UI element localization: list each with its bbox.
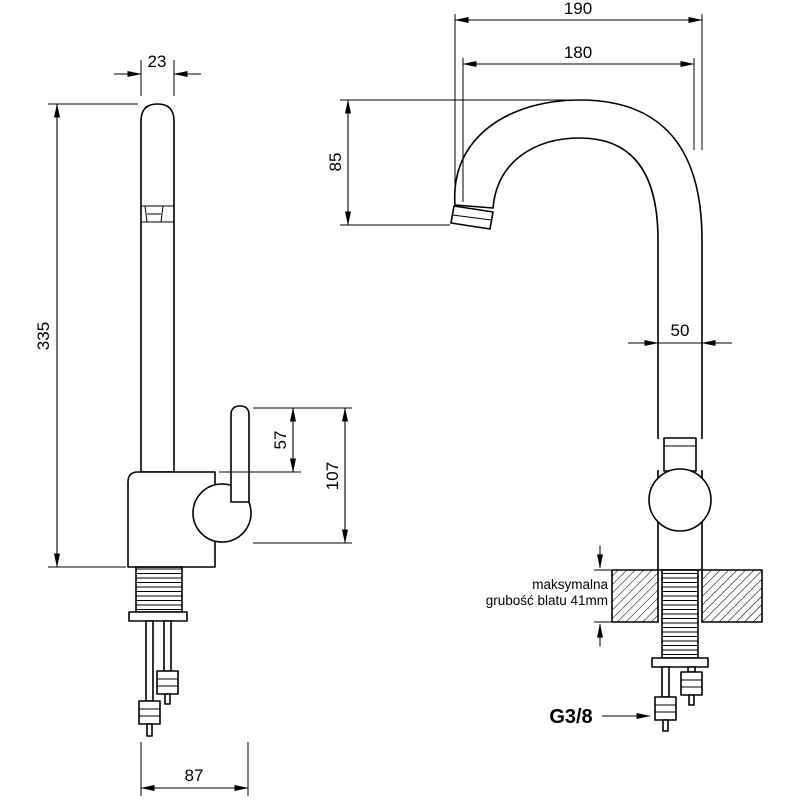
dim-overall-width-label: 190 bbox=[564, 0, 592, 18]
dim-body-height-label: 107 bbox=[323, 462, 342, 490]
dim-spout-reach-label: 180 bbox=[564, 43, 592, 62]
front-cartridge-neck bbox=[663, 437, 697, 472]
connection-thread-callout: G3/8 bbox=[549, 706, 651, 728]
dimension-lever-height: 57 bbox=[219, 407, 352, 473]
front-handle-knob bbox=[648, 468, 712, 532]
front-stud-a bbox=[661, 666, 670, 698]
dimension-body-height: 107 bbox=[253, 407, 352, 544]
countertop-note-line1: maksymalna bbox=[532, 577, 608, 592]
front-threaded-shank bbox=[661, 569, 699, 659]
front-view: maksymalna grubość blatu 41mm 190 bbox=[326, 0, 763, 732]
countertop-hatch-right bbox=[701, 569, 763, 623]
dimension-base-depth: 87 bbox=[140, 742, 249, 796]
side-view: 23 335 57 107 bbox=[34, 52, 352, 796]
side-mixer-body bbox=[127, 471, 216, 568]
front-faucet-outline bbox=[450, 99, 712, 571]
dimension-tube-width: 23 bbox=[114, 52, 201, 96]
dimension-column-width: 50 bbox=[628, 321, 732, 346]
side-handle-lever bbox=[230, 405, 250, 503]
dim-column-width-label: 50 bbox=[671, 321, 690, 340]
countertop-section: maksymalna grubość blatu 41mm bbox=[486, 546, 763, 659]
front-hose-tail-a bbox=[662, 719, 669, 732]
dim-base-depth-label: 87 bbox=[185, 766, 204, 785]
side-faucet-outline bbox=[127, 103, 252, 568]
dimension-spout-drop: 85 bbox=[326, 99, 572, 226]
front-washer bbox=[651, 657, 709, 668]
connection-thread-label: G3/8 bbox=[549, 706, 592, 728]
dim-total-height-label: 335 bbox=[34, 322, 53, 350]
front-hose-tail-b bbox=[688, 694, 695, 706]
countertop-note-line2: grubość blatu 41mm bbox=[486, 593, 608, 608]
dimension-total-height: 335 bbox=[34, 103, 138, 568]
side-stud-a bbox=[145, 620, 154, 702]
dimension-overall-width: 190 bbox=[454, 0, 703, 196]
side-hose-tail-a bbox=[146, 723, 153, 737]
countertop-hatch-left bbox=[611, 569, 659, 623]
side-spout-tube bbox=[140, 103, 175, 473]
dim-spout-drop-label: 85 bbox=[326, 153, 345, 172]
side-hose-tail-b bbox=[164, 693, 171, 705]
dim-tube-width-label: 23 bbox=[148, 52, 167, 71]
side-nut-a bbox=[138, 700, 161, 725]
front-nut-a bbox=[654, 696, 677, 721]
side-aerator-detail bbox=[141, 205, 174, 223]
side-nut-b bbox=[156, 670, 179, 695]
dimension-spout-reach: 180 bbox=[462, 43, 695, 202]
front-nut-b bbox=[680, 671, 703, 696]
side-washer bbox=[128, 611, 188, 622]
side-stud-b bbox=[163, 620, 172, 672]
dim-lever-height-label: 57 bbox=[271, 431, 290, 450]
front-mounting-hardware bbox=[651, 657, 709, 732]
side-threaded-shank bbox=[135, 566, 183, 613]
side-mounting-hardware bbox=[128, 566, 188, 737]
